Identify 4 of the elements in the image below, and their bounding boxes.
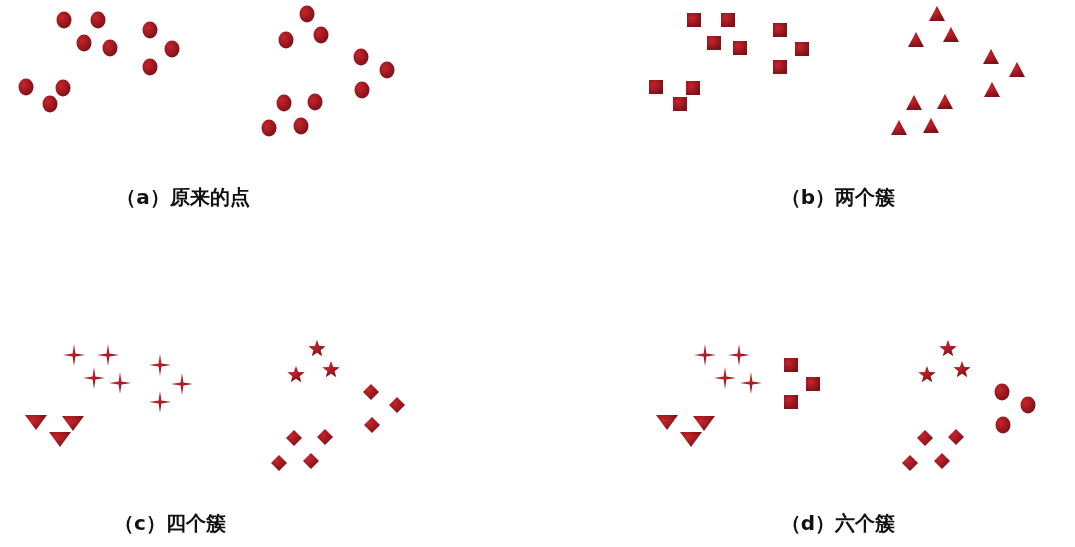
panel-caption: （d）六个簇 [780,510,896,537]
panel-caption: （a）原来的点 [116,184,250,211]
panel-caption: （c）四个簇 [114,510,226,537]
panel-caption: （b）两个簇 [780,184,896,211]
